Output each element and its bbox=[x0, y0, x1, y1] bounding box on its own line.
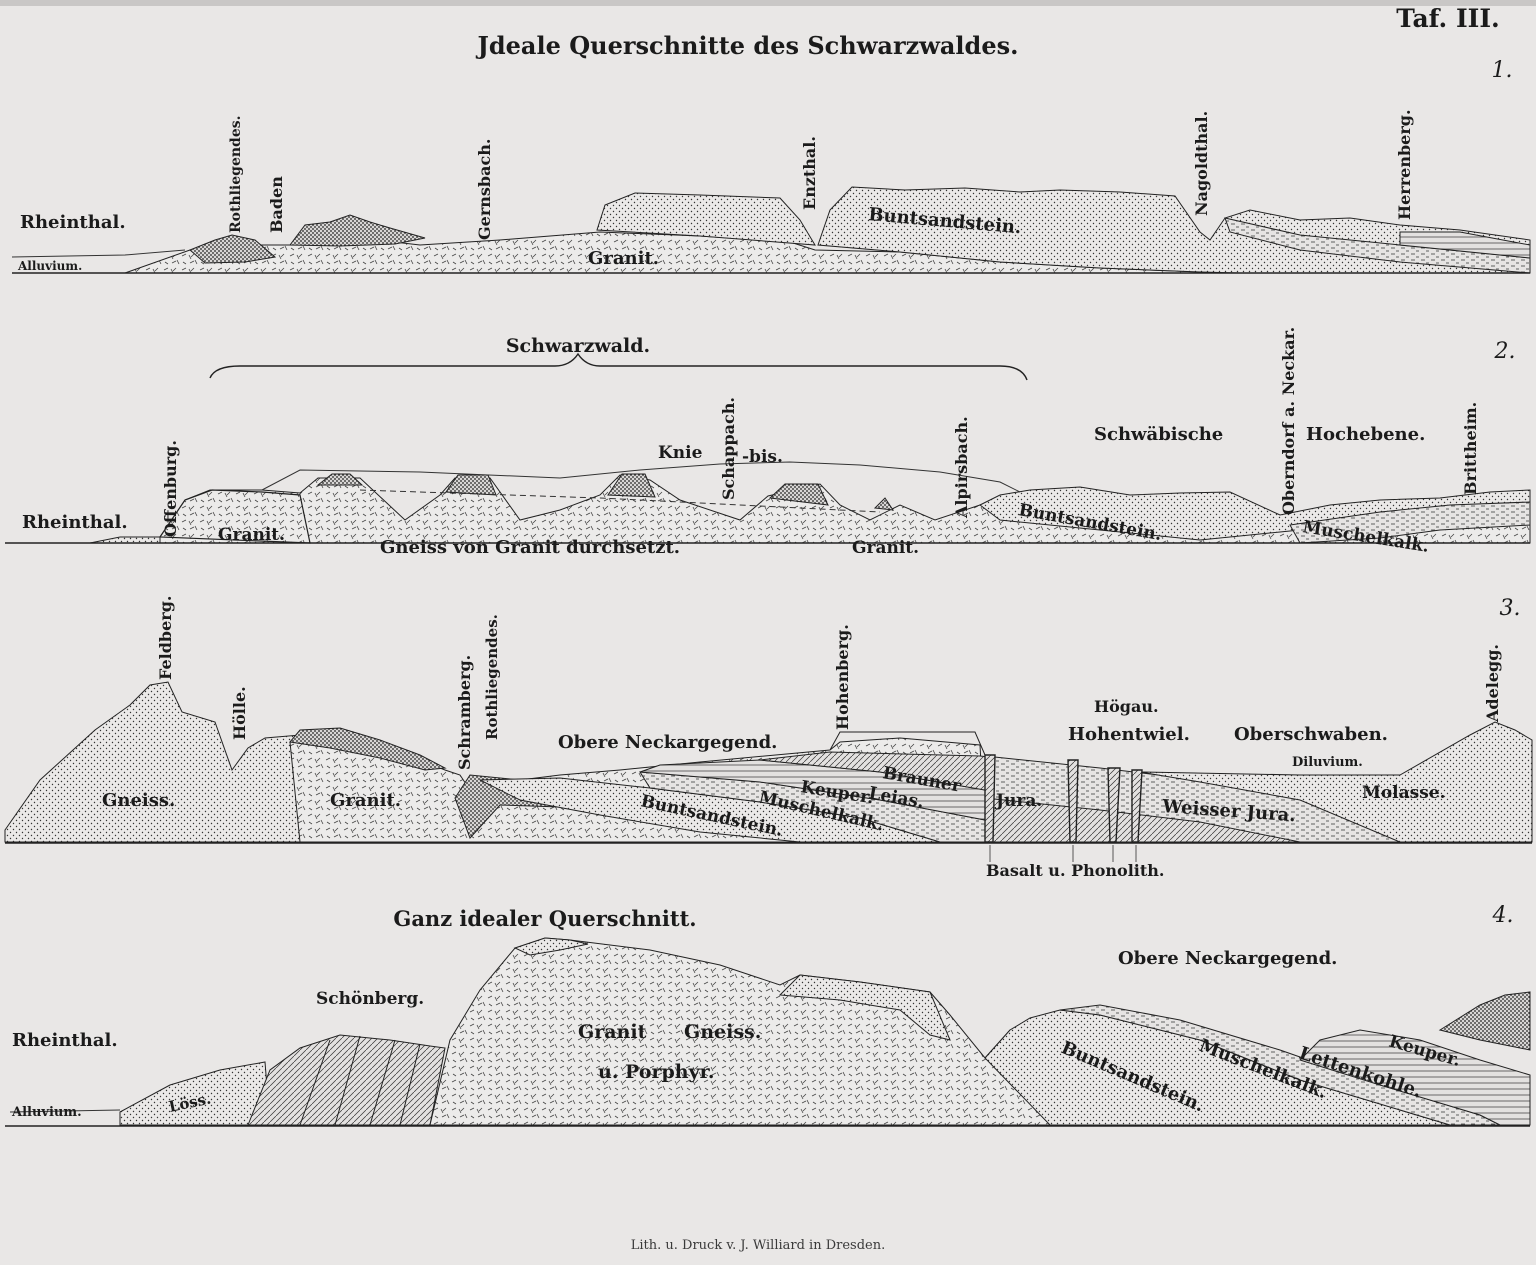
label-schwaebische: Schwäbische bbox=[1094, 424, 1223, 445]
label-granit-2a: Granit. bbox=[218, 525, 285, 545]
section-4-subtitle: Ganz idealer Querschnitt. bbox=[393, 906, 696, 931]
label-schwarzwald-brace: Schwarzwald. bbox=[506, 335, 650, 357]
section-2-buntsandstein bbox=[979, 486, 1531, 541]
label-granit-2b: Granit. bbox=[852, 538, 919, 558]
label-obere-neckargegend-3: Obere Neckargegend. bbox=[558, 732, 777, 753]
printer-credit: Lith. u. Druck v. J. Williard in Dresden… bbox=[631, 1238, 886, 1253]
section-4-summit-cap bbox=[513, 937, 951, 1041]
label-molasse: Molasse. bbox=[1362, 783, 1446, 803]
section-2-dashed-boundary bbox=[359, 489, 881, 513]
label-rheinthal-4: Rheinthal. bbox=[12, 1030, 118, 1051]
vlabel-hohenberg: Hohenberg. bbox=[833, 624, 852, 730]
section-1-keuper-wedge bbox=[1399, 231, 1531, 259]
vlabel-baden: Baden bbox=[267, 176, 286, 233]
label-gneiss-durchsetzt: Gneiss von Granit durchsetzt. bbox=[380, 537, 680, 558]
section-1-number: 1. bbox=[1492, 58, 1513, 83]
section-3-molasse bbox=[1139, 721, 1533, 843]
vlabel-schramberg: Schramberg. bbox=[455, 655, 474, 770]
vlabel-nagoldthal: Nagoldthal. bbox=[1192, 111, 1211, 216]
section-4-keuper bbox=[1438, 991, 1531, 1051]
vlabel-offenburg: Offenburg. bbox=[161, 440, 180, 537]
section-3-hohenberg-outline bbox=[829, 731, 986, 756]
label-alluvium-1: Alluvium. bbox=[17, 259, 82, 273]
vlabel-schappach: Schappach. bbox=[719, 397, 738, 500]
section-4: 4. Ganz idealer Querschnitt. Rheinthal. … bbox=[5, 903, 1531, 1127]
section-4-schoenberg-layers bbox=[247, 1034, 446, 1126]
vlabel-brittheim: Brittheim. bbox=[1461, 402, 1480, 495]
label-obere-neckargegend-4: Obere Neckargegend. bbox=[1118, 948, 1337, 969]
label-granit-1: Granit. bbox=[588, 248, 659, 269]
plate-title: Jdeale Querschnitte des Schwarzwaldes. bbox=[476, 31, 1019, 60]
section-4-rhine-surface bbox=[9, 1109, 121, 1113]
section-1: 1. Rheinthal. Alluvium. Granit. Buntsand… bbox=[11, 58, 1531, 274]
label-hohentwiel: Hohentwiel. bbox=[1068, 724, 1190, 745]
section-2: 2. Schwarzwald. Rheinthal. Granit. Gneis… bbox=[5, 327, 1531, 558]
vlabel-hoelle: Hölle. bbox=[230, 686, 249, 740]
section-2-kniebis-line bbox=[261, 461, 1021, 493]
section-3-number: 3. bbox=[1500, 596, 1521, 621]
section-3-basalt-dikes bbox=[984, 754, 1143, 843]
section-2-rhine-plain bbox=[89, 536, 161, 544]
section-4-number: 4. bbox=[1492, 903, 1514, 928]
section-1-buntsandstein-west bbox=[596, 192, 816, 246]
label-rheinthal-1: Rheinthal. bbox=[20, 212, 126, 233]
section-3-gneiss bbox=[4, 681, 301, 843]
label-gneiss-4: Gneiss. bbox=[684, 1021, 761, 1043]
label-diluvium: Diluvium. bbox=[1292, 755, 1363, 770]
label-jura-3: Jura. bbox=[994, 791, 1042, 811]
label-rheinthal-2: Rheinthal. bbox=[22, 512, 128, 533]
label-oberschwaben: Oberschwaben. bbox=[1234, 724, 1388, 745]
vlabel-oberndorf: Oberndorf a. Neckar. bbox=[1279, 327, 1298, 515]
vlabel-rothliegendes-1: Rothliegendes. bbox=[228, 116, 244, 234]
section-4-lettenkohle bbox=[1299, 1029, 1531, 1126]
vlabel-herrenberg: Herrenberg. bbox=[1395, 109, 1414, 220]
section-3: 3. Gneiss. Granit. Obere Neckargegend. H… bbox=[4, 596, 1533, 880]
schwarzwald-brace bbox=[209, 352, 1028, 381]
vlabel-enzthal: Enzthal. bbox=[800, 136, 819, 210]
plate-number: Taf. III. bbox=[1396, 4, 1499, 33]
vlabel-adelegg: Adelegg. bbox=[1483, 644, 1502, 723]
label-hochebene: Hochebene. bbox=[1306, 424, 1425, 445]
vlabel-gernsbach: Gernsbach. bbox=[475, 139, 494, 240]
label-granit-4: Granit bbox=[578, 1021, 647, 1043]
label-porphyr: u. Porphyr. bbox=[598, 1061, 715, 1083]
label-basalt-phonolith: Basalt u. Phonolith. bbox=[986, 861, 1164, 880]
label-knie: Knie bbox=[658, 443, 703, 463]
section-1-rhine-surface bbox=[11, 249, 186, 258]
label-bis: -bis. bbox=[742, 447, 783, 467]
section-2-number: 2. bbox=[1494, 339, 1516, 364]
section-2-muschelkalk bbox=[1289, 501, 1531, 544]
section-1-rothliegendes bbox=[189, 234, 277, 264]
label-gneiss-3: Gneiss. bbox=[102, 790, 175, 811]
vlabel-alpirsbach: Alpirsbach. bbox=[952, 416, 971, 519]
section-4-loess bbox=[119, 1061, 271, 1126]
label-granit-3: Granit. bbox=[330, 790, 401, 811]
vlabel-rothliegendes-3: Rothliegendes. bbox=[483, 614, 501, 740]
section-1-hill-dots bbox=[289, 214, 426, 247]
section-3-phonolith-leaders bbox=[989, 845, 1137, 862]
section-4-schoenberg-stripes bbox=[299, 1035, 421, 1126]
label-hoegau: Högau. bbox=[1094, 697, 1159, 716]
label-schoenberg: Schönberg. bbox=[316, 989, 424, 1009]
label-alluvium-4: Alluvium. bbox=[11, 1105, 82, 1120]
vlabel-feldberg: Feldberg. bbox=[156, 596, 175, 680]
